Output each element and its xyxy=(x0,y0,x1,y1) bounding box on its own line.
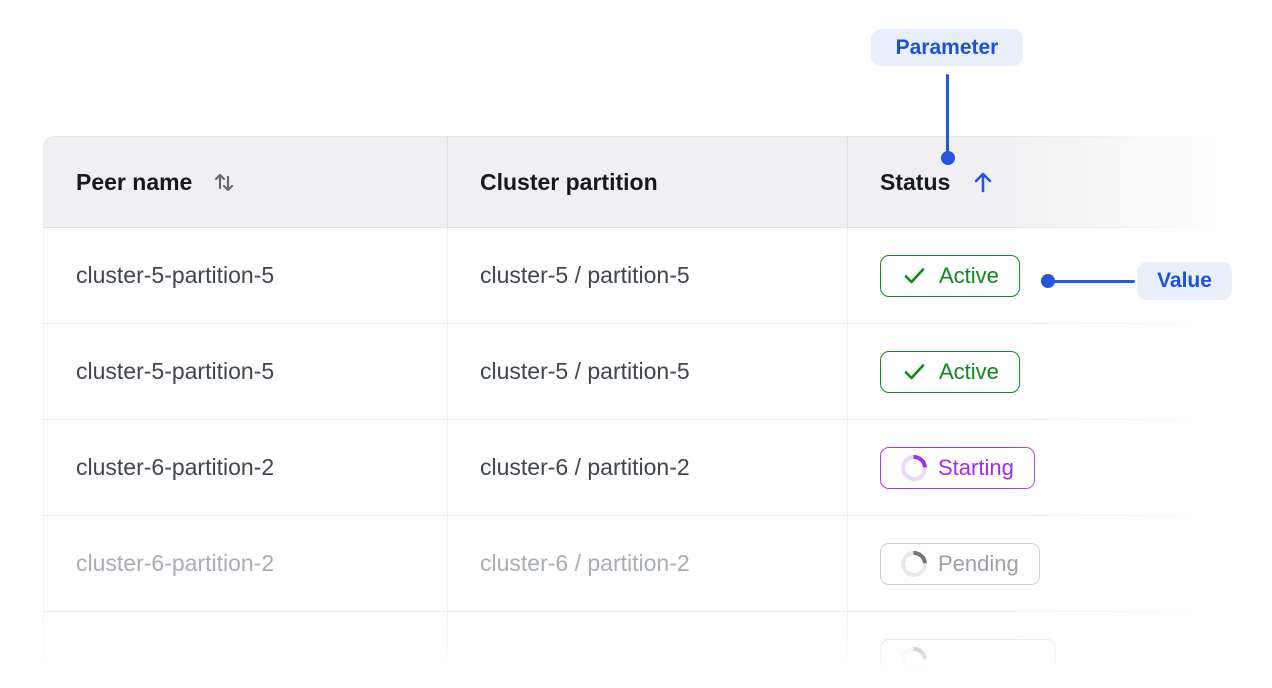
table-row: cluster-6-partition-2 cluster-6 / partit… xyxy=(43,420,1272,516)
spinner-icon xyxy=(895,545,933,582)
column-header-peer-name[interactable]: Peer name xyxy=(44,137,448,227)
check-icon xyxy=(901,262,928,289)
table-row: cluster-6-partition-2 cluster-6 / partit… xyxy=(43,516,1272,612)
sort-both-icon[interactable] xyxy=(210,168,238,196)
value-callout-badge: Value xyxy=(1137,262,1232,300)
table-row: cluster-5-partition-5 cluster-5 / partit… xyxy=(43,228,1272,324)
peer-name-cell: cluster-6-partition-2 xyxy=(44,516,448,611)
value-connector-line xyxy=(1052,280,1135,283)
peer-name-cell: cluster-6-partition-2 xyxy=(44,420,448,515)
column-header-label: Cluster partition xyxy=(480,168,658,195)
column-header-cluster-partition: Cluster partition xyxy=(448,137,848,227)
column-header-label: Peer name xyxy=(76,168,193,195)
status-label: Starting xyxy=(938,454,1014,480)
peers-table: Peer name Cluster partition Status clust… xyxy=(43,136,1272,688)
cluster-partition-cell: cluster-6 / partition-2 xyxy=(448,420,848,515)
status-cell: Active xyxy=(848,228,1272,323)
cluster-partition-cell xyxy=(448,612,848,688)
column-header-status[interactable]: Status xyxy=(848,137,1272,227)
sort-asc-icon[interactable] xyxy=(968,167,998,197)
peer-name-cell xyxy=(44,612,448,688)
table-row: cluster-5-partition-5 cluster-5 / partit… xyxy=(43,324,1272,420)
status-label: Active xyxy=(939,358,999,384)
check-icon xyxy=(901,358,928,385)
parameter-callout-badge: Parameter xyxy=(871,29,1023,66)
column-header-label: Status xyxy=(880,168,951,195)
status-label: Active xyxy=(939,262,999,288)
parameter-connector-line xyxy=(946,74,949,152)
status-cell: Pending xyxy=(848,516,1272,611)
status-badge-active: Active xyxy=(880,254,1020,297)
status-cell: Active xyxy=(848,324,1272,419)
status-badge-pending xyxy=(880,638,1056,681)
table-header-row: Peer name Cluster partition Status xyxy=(43,136,1272,228)
table-row xyxy=(43,612,1272,688)
status-cell xyxy=(848,612,1272,688)
cluster-partition-cell: cluster-6 / partition-2 xyxy=(448,516,848,611)
status-label: Pending xyxy=(938,550,1019,576)
peer-name-cell: cluster-5-partition-5 xyxy=(44,228,448,323)
parameter-connector-dot xyxy=(941,151,955,165)
spinner-icon xyxy=(895,449,933,486)
status-cell: Starting xyxy=(848,420,1272,515)
status-badge-active: Active xyxy=(880,350,1020,393)
peer-name-cell: cluster-5-partition-5 xyxy=(44,324,448,419)
cluster-partition-cell: cluster-5 / partition-5 xyxy=(448,324,848,419)
status-badge-pending: Pending xyxy=(880,542,1040,585)
spinner-icon xyxy=(895,641,933,678)
status-badge-starting: Starting xyxy=(880,446,1035,489)
cluster-partition-cell: cluster-5 / partition-5 xyxy=(448,228,848,323)
